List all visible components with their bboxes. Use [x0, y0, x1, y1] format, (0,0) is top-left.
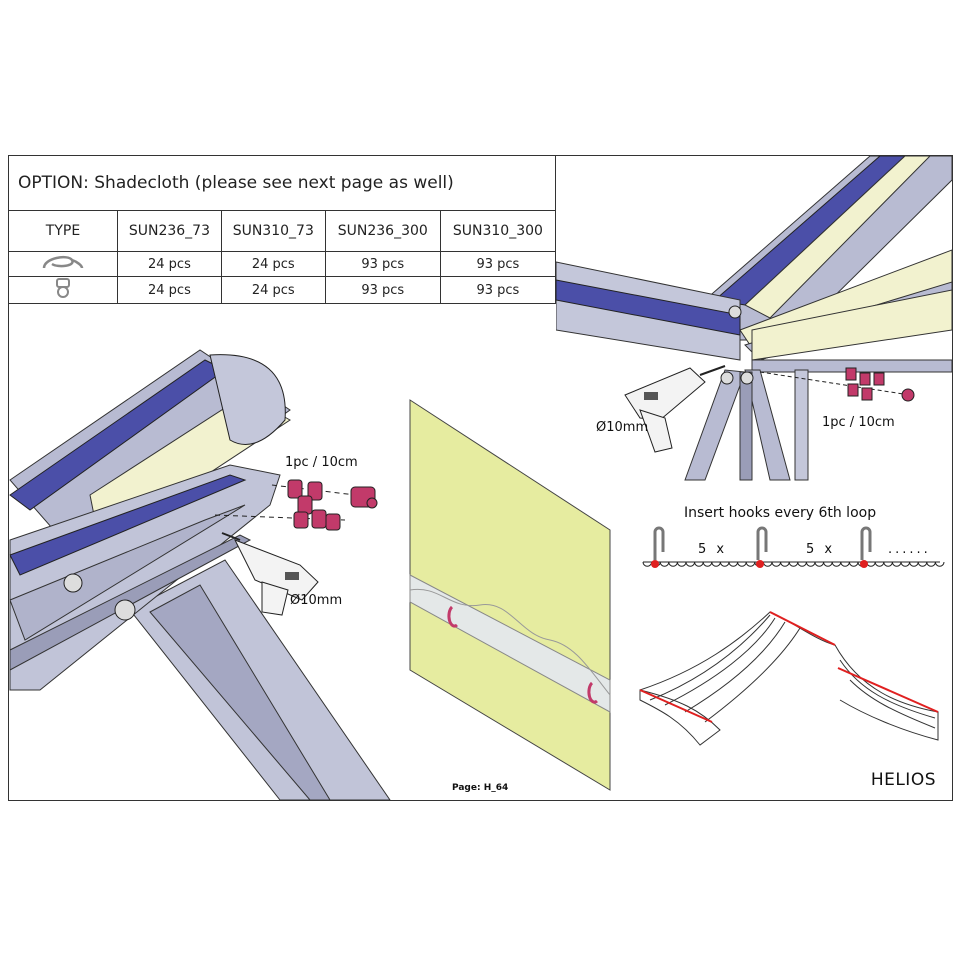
cloth-loop [771, 561, 782, 567]
table-row: 24 pcs 24 pcs 93 pcs 93 pcs [8, 276, 557, 304]
cloth-loop [823, 561, 833, 567]
cloth-loop [900, 561, 911, 567]
column-header: SUN236_300 [324, 210, 441, 252]
cloth-loop [642, 561, 653, 567]
cloth-loop [934, 561, 945, 567]
table-cell: 93 pcs [439, 276, 557, 304]
s-hook-icon [8, 251, 118, 277]
continuation-dots: ...... [888, 542, 931, 557]
cloth-loop [728, 561, 739, 567]
draped-shadecloth [639, 611, 939, 746]
cloth-loop [909, 561, 919, 567]
cloth-loop [737, 561, 747, 567]
cloth-loop [668, 561, 678, 567]
table-row: 24 pcs 24 pcs 93 pcs 93 pcs [8, 251, 557, 277]
loop-count-label: 5 x [698, 542, 728, 557]
page-number: Page: H_64 [452, 783, 509, 793]
cloth-loop [685, 561, 696, 567]
cloth-loop [883, 561, 893, 567]
hook-icon-1 [651, 526, 665, 568]
cloth-loop [762, 561, 773, 567]
drill-icon-right [624, 365, 726, 453]
cloth-loop [711, 561, 721, 567]
clip-icons-left [287, 479, 378, 531]
hook-icon-3 [860, 526, 872, 568]
cloth-loop [788, 561, 799, 567]
cloth-loop [874, 561, 885, 567]
cloth-loop [848, 561, 859, 567]
spacing-label-right: 1pc / 10cm [822, 415, 895, 430]
brand-name: HELIOS [870, 770, 936, 790]
cloth-loop [745, 561, 756, 567]
table-cell: 24 pcs [220, 251, 326, 277]
hook-mark-2 [587, 681, 599, 704]
hook-mark-1 [447, 605, 459, 628]
loop-count-label: 5 x [806, 542, 836, 557]
table-cell: 24 pcs [117, 276, 222, 304]
column-header: SUN236_73 [117, 210, 222, 252]
corner-joint-illustration [556, 156, 952, 481]
hook-spacing-diagram [642, 526, 945, 568]
table-cell: 93 pcs [324, 276, 441, 304]
table-cell: 24 pcs [117, 251, 222, 277]
cloth-loop [702, 561, 713, 567]
cloth-loop [780, 561, 790, 567]
spacing-label-left: 1pc / 10cm [285, 455, 358, 470]
cloth-loop [805, 561, 816, 567]
cloth-loop [797, 561, 807, 567]
cloth-loop [694, 561, 704, 567]
column-header: SUN310_300 [439, 210, 557, 252]
table-cell: 93 pcs [439, 251, 557, 277]
drill-size-label-left: Ø10mm [290, 593, 343, 608]
cloth-loop [917, 561, 928, 567]
cloth-loop [831, 561, 842, 567]
beam-illustration [9, 349, 391, 800]
cloth-loop [891, 561, 902, 567]
hook-icon-2 [756, 526, 768, 568]
column-header: SUN310_73 [220, 210, 326, 252]
table-title: OPTION: Shadecloth (please see next page… [8, 155, 556, 211]
hooks-instruction: Insert hooks every 6th loop [684, 505, 877, 521]
cloth-loop [926, 561, 936, 567]
cloth-loop [676, 561, 687, 567]
cloth-loop [659, 561, 670, 567]
table-cell: 24 pcs [220, 276, 326, 304]
cloth-loop [814, 561, 825, 567]
cloth-loop [840, 561, 850, 567]
shadecloth-panel [409, 399, 611, 791]
parts-table: OPTION: Shadecloth (please see next page… [8, 155, 557, 304]
clip-ring-icon [8, 276, 118, 304]
table-cell: 93 pcs [324, 251, 441, 277]
clip-icons-right [845, 367, 915, 402]
type-header: TYPE [8, 210, 118, 252]
drill-size-label-right: Ø10mm [596, 420, 649, 435]
drill-icon-left [221, 532, 319, 616]
cloth-loop [719, 561, 730, 567]
